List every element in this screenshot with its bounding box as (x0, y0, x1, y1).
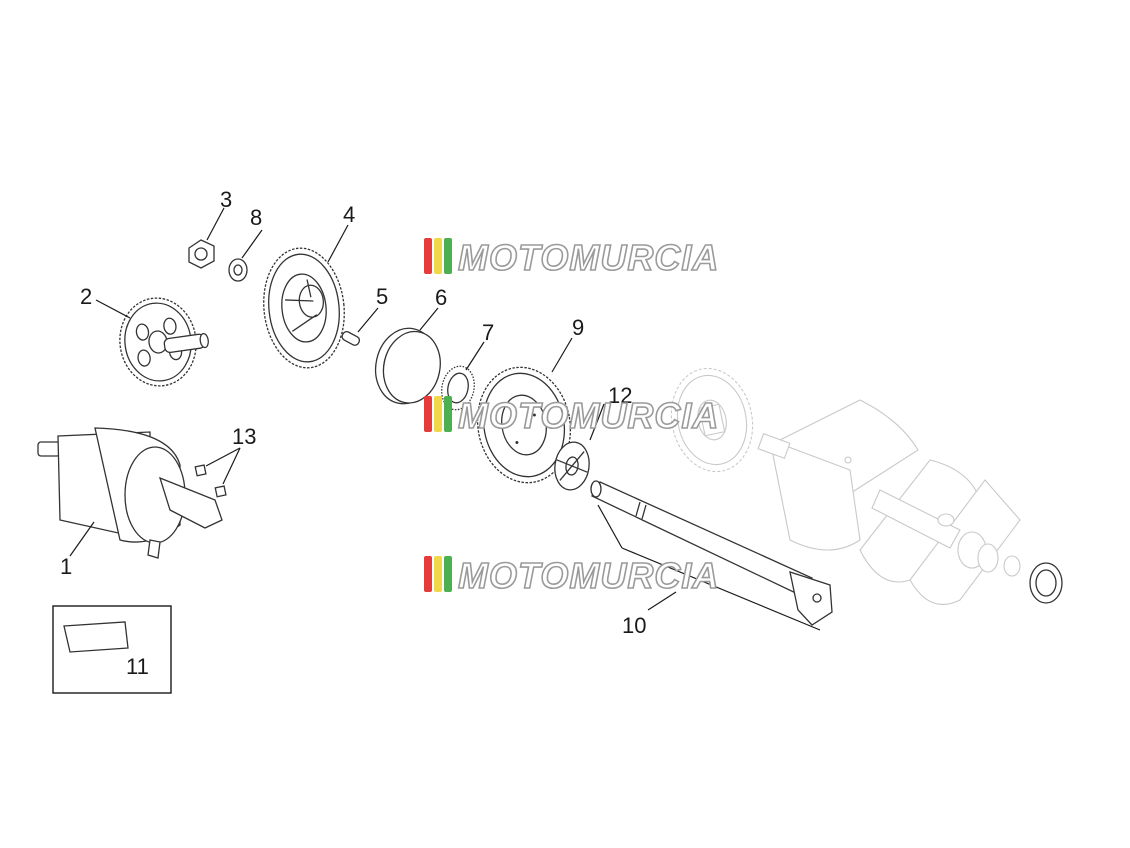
locknut-part (1029, 562, 1063, 604)
pin-part-5 (341, 331, 361, 346)
watermark-stripe-red (424, 556, 432, 592)
gear-part-2 (119, 297, 209, 387)
watermark-stripe-green (444, 396, 452, 432)
watermark-bottom: MOTOMURCIA (424, 554, 719, 597)
starter-motor-part-1 (37, 427, 227, 559)
watermark-stripe-yellow (434, 238, 442, 274)
watermark-top: MOTOMURCIA (424, 236, 719, 279)
washer-part-8 (228, 258, 248, 282)
leader-lines (69, 207, 677, 611)
callout-8: 8 (250, 205, 262, 230)
watermark-middle: MOTOMURCIA (424, 394, 719, 437)
watermark-text: MOTOMURCIA (458, 395, 719, 436)
watermark-stripe-red (424, 396, 432, 432)
nut-part-3 (188, 239, 215, 269)
ring-part-6 (374, 327, 441, 405)
inset-box-part-11 (52, 605, 172, 694)
callout-10: 10 (622, 613, 646, 638)
crankshaft-assembly-ghost (670, 367, 1021, 605)
washer-part-12 (554, 441, 590, 491)
watermark-text: MOTOMURCIA (458, 237, 719, 278)
watermark-stripe-yellow (434, 556, 442, 592)
callout-5: 5 (376, 284, 388, 309)
callout-11: 11 (126, 654, 149, 679)
callout-7: 7 (482, 320, 494, 345)
watermark-stripe-yellow (434, 396, 442, 432)
callout-3: 3 (220, 187, 232, 212)
watermark-stripe-red (424, 238, 432, 274)
callout-labels: 1 2 3 8 4 5 6 7 9 12 13 10 11 (60, 187, 646, 679)
callout-12: 12 (608, 383, 632, 408)
watermark-stripe-green (444, 238, 452, 274)
gear-part-4 (263, 247, 345, 369)
callout-6: 6 (435, 285, 447, 310)
callout-9: 9 (572, 315, 584, 340)
callout-2: 2 (80, 284, 92, 309)
watermark-text: MOTOMURCIA (458, 555, 719, 596)
watermark-stripe-green (444, 556, 452, 592)
shaft-part-10 (590, 480, 833, 631)
callout-1: 1 (60, 554, 72, 579)
callout-13: 13 (232, 424, 256, 449)
gear-part-9 (476, 366, 572, 484)
callout-4: 4 (343, 202, 355, 227)
